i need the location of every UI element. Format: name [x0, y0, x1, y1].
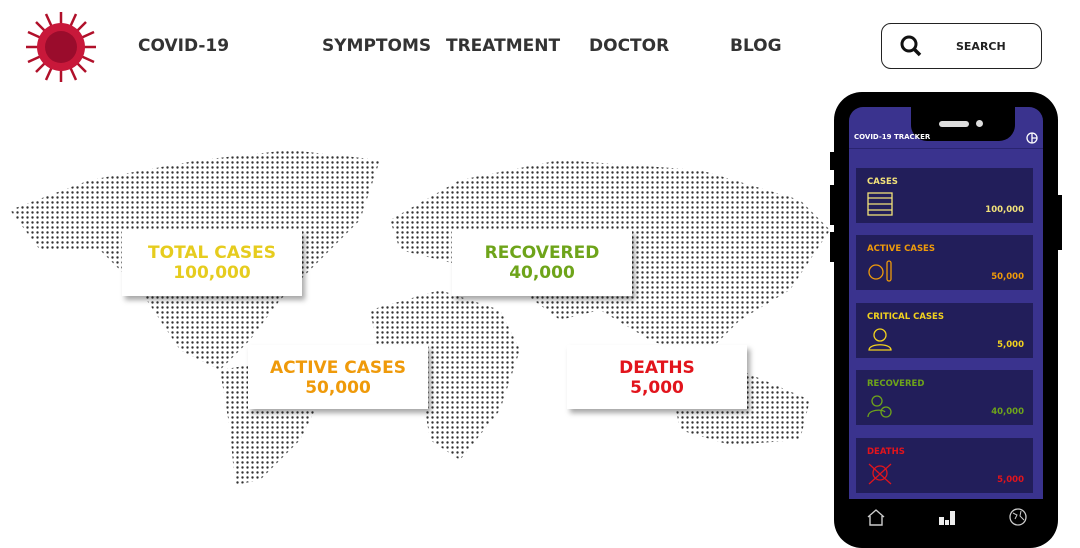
world-map-dots [10, 150, 830, 485]
app-title: COVID-19 TRACKER [854, 133, 931, 141]
search-label: SEARCH [956, 39, 1006, 53]
nav-doctor[interactable]: DOCTOR [589, 36, 670, 56]
skull-crossbones-icon [868, 463, 892, 485]
app-header: COVID-19 TRACKER [849, 132, 1043, 149]
stat-label: TOTAL CASES [148, 243, 276, 263]
nav-treatment[interactable]: TREATMENT [446, 36, 561, 56]
nav-blog[interactable]: BLOG [730, 36, 782, 56]
abacus-icon [867, 192, 893, 216]
stat-value: 100,000 [173, 263, 251, 283]
search-icon [900, 35, 922, 57]
stat-label: RECOVERED [484, 243, 600, 263]
virus-logo-icon [26, 12, 96, 82]
globe-icon[interactable] [1009, 508, 1027, 526]
stat-value: 50,000 [305, 378, 371, 398]
stat-value: 5,000 [630, 378, 684, 398]
chart-icon[interactable] [938, 508, 956, 526]
pie-chart-icon[interactable] [1026, 132, 1038, 144]
recovered-person-icon [867, 395, 892, 418]
patient-icon [868, 328, 892, 351]
home-icon[interactable] [866, 508, 886, 526]
stat-label: DEATHS [619, 358, 695, 378]
search-button[interactable]: SEARCH [881, 23, 1042, 69]
stat-value: 40,000 [509, 263, 575, 283]
nav-brand[interactable]: COVID-19 [138, 36, 230, 56]
nav-symptoms[interactable]: SYMPTOMS [322, 36, 432, 56]
fever-thermometer-icon [868, 260, 892, 282]
stat-label: ACTIVE CASES [270, 358, 406, 378]
